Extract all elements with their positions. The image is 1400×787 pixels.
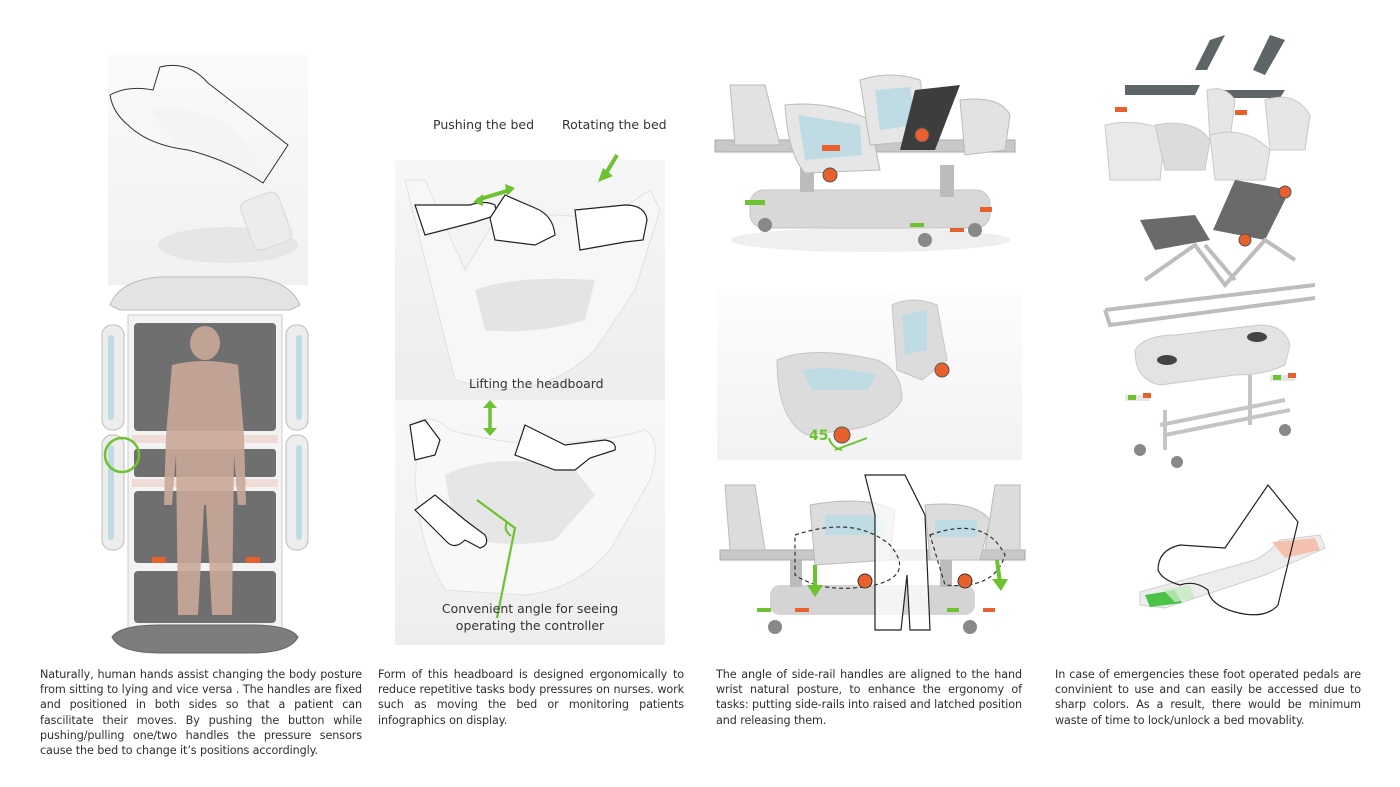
bed-side-view-illustration bbox=[719, 474, 1026, 634]
headboard-lift-render bbox=[395, 400, 665, 645]
caption-foot-pedals: In case of emergencies these foot operat… bbox=[1055, 668, 1361, 727]
label-lifting-the-headboard: Lifting the headboard bbox=[469, 376, 604, 391]
headboard-lift-illustration bbox=[409, 400, 656, 619]
column-foot-pedals bbox=[1085, 30, 1365, 640]
side-rail-angle-illustration bbox=[776, 299, 950, 451]
column-hand-handles bbox=[40, 55, 320, 655]
foot-pedal-illustration bbox=[1139, 483, 1326, 616]
caption-hand-handles: Naturally, human hands assist changing t… bbox=[40, 668, 362, 758]
label-pushing-the-bed: Pushing the bed bbox=[433, 117, 535, 132]
foot-pedal-render bbox=[1120, 480, 1335, 620]
bed-top-view-render bbox=[100, 265, 310, 655]
label-rotating-the-bed: Rotating the bed bbox=[562, 117, 667, 132]
bed-exploded-illustration bbox=[1103, 35, 1316, 468]
caption-side-rails: The angle of side-rail handles are align… bbox=[716, 668, 1022, 727]
side-rail-angle-render: 45 bbox=[717, 290, 1022, 460]
hand-gripping-handle-render bbox=[108, 55, 308, 285]
bed-top-view-illustration bbox=[101, 276, 309, 654]
hand-handle-illustration bbox=[109, 64, 298, 263]
caption-headboard: Form of this headboard is designed ergon… bbox=[378, 668, 684, 727]
bed-perspective-illustration bbox=[714, 74, 1016, 252]
label-convenient-angle: Convenient angle for seeing operating th… bbox=[435, 600, 625, 634]
label-convenient-angle-line2: operating the controller bbox=[455, 618, 605, 633]
bed-perspective-render bbox=[710, 74, 1030, 260]
headboard-push-rotate-render bbox=[395, 153, 665, 420]
angle-label-45: 45 bbox=[809, 428, 829, 444]
label-convenient-angle-line1: Convenient angle for seeing bbox=[441, 601, 619, 616]
headboard-illustration bbox=[404, 153, 661, 391]
column-headboard: Pushing the bed Rotating the bed Lifting… bbox=[395, 100, 670, 660]
bed-exploded-view-render bbox=[1085, 30, 1360, 470]
bed-side-view-render bbox=[715, 474, 1030, 640]
column-side-rails: 45 bbox=[705, 74, 1035, 645]
